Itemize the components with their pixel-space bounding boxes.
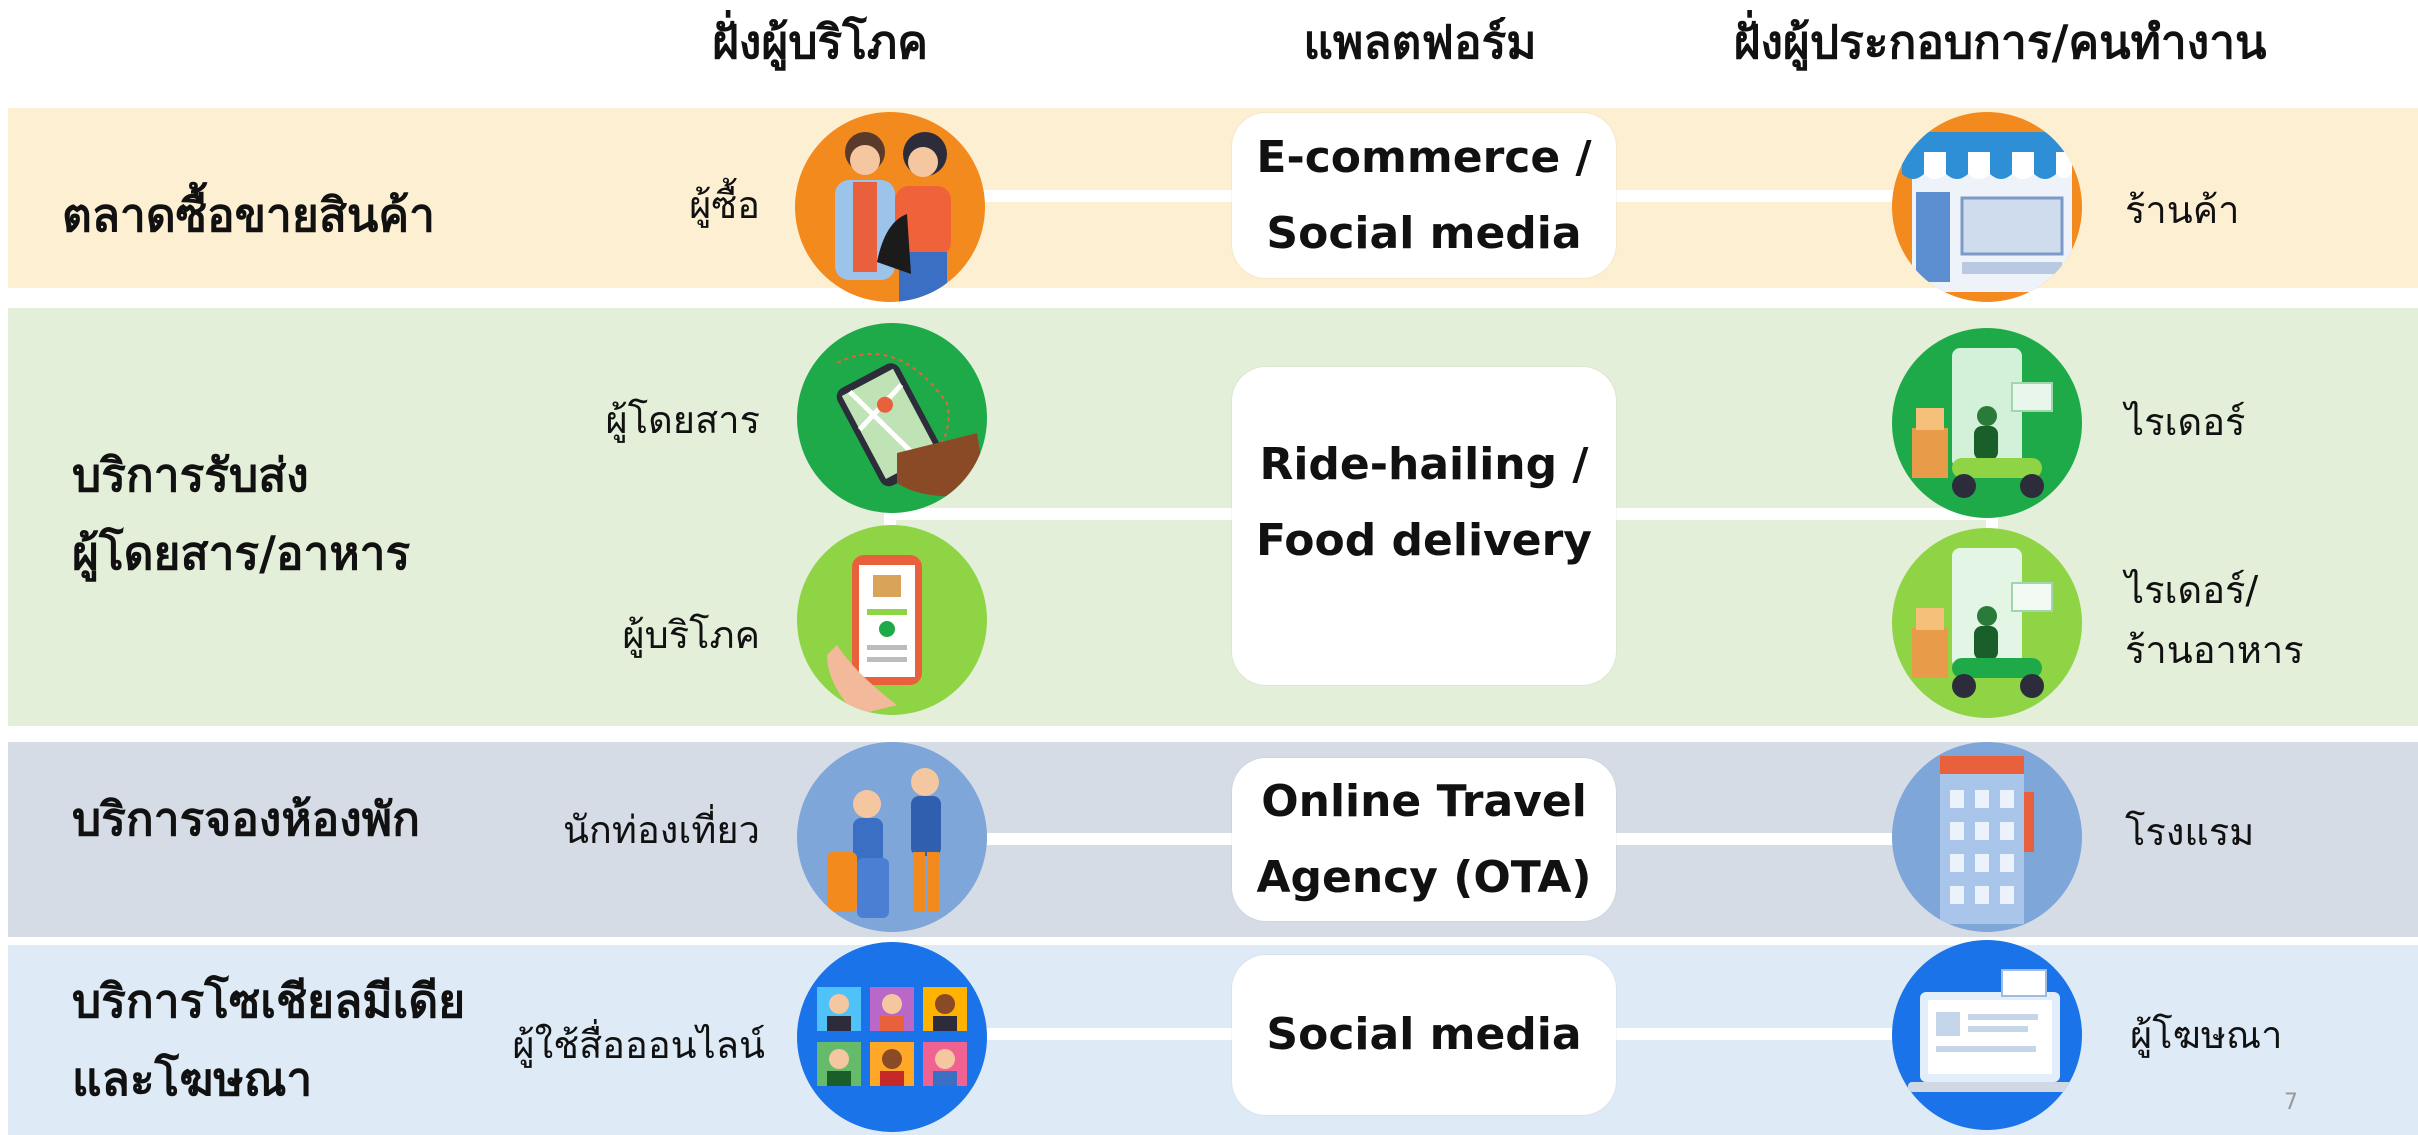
provider-label-rider-restaurant: ไรเดอร์/ ร้านอาหาร: [2125, 568, 2304, 672]
platform-box-ota: Online Travel Agency (OTA): [1232, 758, 1616, 921]
platform-box-ecommerce: E-commerce / Social media: [1232, 113, 1616, 278]
delivery-rider-icon: [1892, 328, 2082, 518]
consumer-label-consumer: ผู้บริโภค: [622, 613, 760, 657]
shoppers-icon: [795, 112, 985, 302]
platform-box-ridehailing: Ride-hailing / Food delivery: [1232, 367, 1616, 685]
phone-map-icon: [797, 323, 987, 513]
consumer-label-buyer: ผู้ซื้อ: [689, 183, 760, 227]
category-label-social: บริการโซเชียลมีเดีย และโฆษณา: [72, 974, 466, 1106]
phone-order-icon: [797, 525, 987, 715]
category-label-delivery: บริการรับส่ง ผู้โดยสาร/อาหาร: [72, 448, 411, 580]
provider-label-rider: ไรเดอร์: [2125, 400, 2246, 444]
page-number: 7: [2284, 1090, 2298, 1115]
laptop-ad-icon: [1892, 940, 2082, 1130]
provider-label-advertiser: ผู้โฆษณา: [2130, 1013, 2283, 1057]
provider-column-header: ฝั่งผู้ประกอบการ/คนทำงาน: [1733, 15, 2267, 69]
category-label-hotel: บริการจองห้องพัก: [72, 792, 420, 846]
consumer-label-tourist: นักท่องเที่ยว: [562, 808, 760, 852]
provider-label-hotel: โรงแรม: [2125, 810, 2255, 854]
platform-box-social: Social media: [1232, 955, 1616, 1115]
hotel-icon: [1892, 742, 2082, 932]
storefront-icon: [1892, 112, 2082, 302]
consumer-column-header: ฝั่งผู้บริโภค: [711, 15, 929, 69]
travelers-icon: [797, 742, 987, 932]
category-label-marketplace: ตลาดซื้อขายสินค้า: [62, 188, 435, 242]
user-avatars-icon: [797, 942, 987, 1132]
platform-column-header: แพลตฟอร์ม: [1303, 15, 1537, 69]
consumer-label-online-user: ผู้ใช้สื่อออนไลน์: [512, 1023, 765, 1067]
delivery-rider-icon: [1892, 528, 2082, 718]
consumer-label-passenger: ผู้โดยสาร: [605, 398, 760, 442]
provider-label-shop: ร้านค้า: [2125, 188, 2240, 232]
